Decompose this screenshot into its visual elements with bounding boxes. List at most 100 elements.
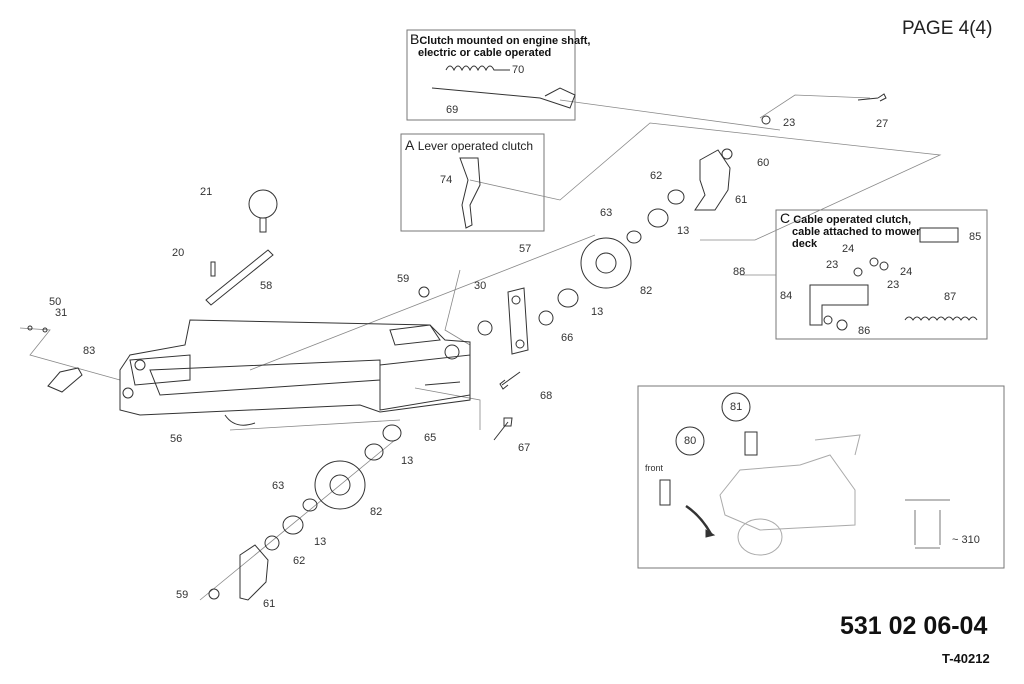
inset-b-line1: Clutch mounted on engine shaft, (419, 35, 591, 47)
pulley-82-upper (580, 237, 632, 289)
bolt-68 (499, 371, 521, 390)
callout-66: 66 (561, 332, 574, 344)
callout-13: 13 (314, 536, 327, 548)
callout-24: 24 (900, 266, 913, 278)
callout-60: 60 (757, 157, 770, 169)
inset-b-frame (406, 29, 576, 121)
washer-63-upper (626, 230, 642, 244)
callout-81: 81 (730, 401, 743, 413)
callout-83: 83 (83, 345, 96, 357)
callout-86: 86 (858, 325, 871, 337)
cable-69 (431, 87, 576, 109)
callout-88: 88 (733, 266, 746, 278)
plate-85 (919, 227, 959, 243)
part-number: 531 02 06-04 (840, 612, 988, 640)
inset-a-text: Lever operated clutch (417, 139, 534, 153)
callout-24: 24 (842, 243, 855, 255)
washer-23 (761, 115, 771, 125)
cover-61-lower (239, 544, 269, 601)
bolt-67 (493, 417, 513, 441)
main-frame-56 (119, 319, 471, 426)
knob-21 (248, 189, 278, 219)
screw-50 (27, 325, 33, 331)
install-inset-art (659, 392, 950, 556)
callout-67: 67 (518, 442, 531, 454)
callout-87: 87 (944, 291, 957, 303)
callout-31: 31 (55, 307, 68, 319)
callout-30: 30 (474, 280, 487, 292)
callout-23: 23 (887, 279, 900, 291)
bushing-13-lower2 (282, 515, 304, 535)
callout-61: 61 (263, 598, 276, 610)
washer-62-lower (264, 535, 280, 551)
bracket-83 (47, 367, 83, 393)
nut-59-lower (208, 588, 220, 600)
knob-86 (836, 319, 848, 331)
callout-13: 13 (677, 225, 690, 237)
callout-63: 63 (600, 207, 613, 219)
reference-code: T-40212 (942, 651, 990, 666)
spring-70 (445, 65, 510, 72)
callout-27: 27 (876, 118, 889, 130)
bushing-13-mid (557, 288, 579, 308)
spring-87 (904, 316, 978, 321)
upper-clutch-stack (477, 148, 733, 336)
dimension-label: ~ 310 (952, 534, 980, 546)
inset-c-line2: cable attached to mower (792, 226, 921, 238)
bracket-84 (809, 284, 869, 326)
bushing-13-lower1 (364, 443, 384, 461)
assembly-lines (19, 94, 942, 601)
inset-b-parts (431, 65, 576, 109)
callout-57: 57 (519, 243, 532, 255)
rod-58 (205, 249, 274, 306)
inset-a-frame (400, 133, 545, 232)
lever-74 (459, 157, 481, 229)
callout-69: 69 (446, 104, 459, 116)
callout-62: 62 (293, 555, 306, 567)
callout-23: 23 (783, 117, 796, 129)
pin-20 (210, 261, 216, 277)
washer-23-c (853, 267, 863, 277)
inset-c-title: C Cable operated clutch, cable attached … (780, 210, 921, 250)
inset-c-line1: Cable operated clutch, (793, 214, 912, 226)
callout-59: 59 (176, 589, 189, 601)
inset-b-letter: B (410, 31, 420, 47)
callout-62: 62 (650, 170, 663, 182)
page-label: PAGE 4(4) (902, 18, 993, 39)
inset-b-title: BClutch mounted on engine shaft, electri… (410, 31, 591, 59)
callout-20: 20 (172, 247, 185, 259)
inset-b-line2: electric or cable operated (418, 47, 552, 59)
callout-74: 74 (440, 174, 453, 186)
callout-21: 21 (200, 186, 213, 198)
callout-59: 59 (397, 273, 410, 285)
inset-c-frame (775, 209, 988, 340)
bushing-13-upper (647, 208, 669, 228)
callout-13: 13 (591, 306, 604, 318)
circle-81 (721, 392, 751, 422)
arm-57 (507, 287, 529, 355)
nut-31 (42, 327, 48, 333)
inset-a-title: A Lever operated clutch (405, 137, 533, 153)
callout-82: 82 (370, 506, 383, 518)
lower-clutch-stack (208, 424, 402, 601)
callout-23: 23 (826, 259, 839, 271)
callout-13: 13 (401, 455, 414, 467)
callout-61: 61 (735, 194, 748, 206)
callout-84: 84 (780, 290, 793, 302)
bushing-66 (538, 310, 554, 326)
bushing-65 (382, 424, 402, 442)
inset-install-frame (637, 385, 1005, 569)
callout-80: 80 (684, 435, 697, 447)
inset-c-line3: deck (792, 238, 818, 250)
inset-c-parts (809, 227, 978, 331)
callout-68: 68 (540, 390, 553, 402)
circle-80 (675, 426, 705, 456)
inset-c-letter: C (780, 210, 791, 226)
callout-63: 63 (272, 480, 285, 492)
callout-58: 58 (260, 280, 273, 292)
callout-65: 65 (424, 432, 437, 444)
pulley-82-lower (314, 460, 366, 510)
washer-62-upper (667, 189, 685, 205)
